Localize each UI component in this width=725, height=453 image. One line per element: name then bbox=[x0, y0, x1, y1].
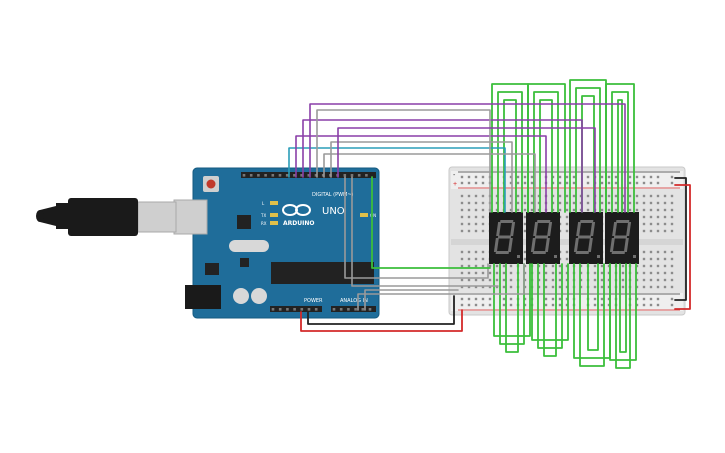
wire bbox=[309, 103, 626, 213]
rail-minus-label: - bbox=[453, 172, 456, 179]
capacitor-1 bbox=[233, 288, 249, 304]
led-tx-label: TX bbox=[260, 213, 266, 218]
wire bbox=[611, 91, 629, 213]
wire bbox=[609, 263, 637, 361]
digital-pwm-label: DIGITAL (PWM~) bbox=[312, 192, 354, 198]
power-jack bbox=[185, 285, 221, 309]
seven-segment-digit[interactable] bbox=[489, 212, 523, 264]
capacitor-2 bbox=[251, 288, 267, 304]
wires[interactable] bbox=[288, 79, 691, 369]
wire bbox=[295, 135, 547, 213]
seven-segment-digit[interactable] bbox=[526, 212, 560, 264]
breadboard[interactable]: + - bbox=[448, 166, 686, 316]
small-chip bbox=[240, 258, 249, 267]
wire bbox=[497, 91, 523, 213]
wire bbox=[533, 91, 559, 213]
wire bbox=[539, 99, 553, 213]
wire bbox=[337, 127, 596, 213]
on-led-label: ON bbox=[370, 213, 376, 218]
wire bbox=[605, 83, 635, 213]
wire bbox=[527, 83, 566, 213]
uno-model-text: UNO bbox=[322, 206, 345, 217]
wire bbox=[493, 263, 531, 337]
wire bbox=[288, 147, 506, 213]
wire bbox=[344, 176, 489, 279]
wire bbox=[615, 263, 631, 369]
wire bbox=[531, 263, 569, 341]
wire bbox=[543, 263, 557, 357]
wire bbox=[316, 109, 491, 213]
wire bbox=[357, 263, 525, 311]
wire bbox=[537, 263, 563, 349]
wire bbox=[330, 141, 513, 213]
power-label: POWER bbox=[304, 298, 323, 304]
wire bbox=[371, 176, 491, 269]
usb-port bbox=[173, 199, 208, 235]
reset-button[interactable] bbox=[203, 176, 219, 192]
seven-segment-displays[interactable] bbox=[489, 212, 639, 264]
wire bbox=[505, 263, 519, 353]
wire bbox=[674, 177, 687, 301]
wire bbox=[499, 263, 525, 345]
wire bbox=[617, 99, 623, 213]
header-pins bbox=[242, 174, 372, 311]
wire bbox=[674, 184, 691, 310]
led-l-label: L bbox=[262, 201, 265, 206]
wire bbox=[503, 99, 517, 213]
wire bbox=[302, 119, 583, 213]
analog-in-label: ANALOG IN bbox=[340, 298, 368, 304]
usb-cable[interactable] bbox=[36, 198, 177, 236]
atmega-chip bbox=[271, 262, 374, 284]
wire bbox=[351, 176, 499, 287]
rail-plus-label: + bbox=[453, 181, 457, 188]
wire bbox=[575, 87, 601, 213]
led-rx-label: RX bbox=[261, 221, 267, 226]
arduino-brand-text: ARDUINO bbox=[283, 220, 314, 227]
wire bbox=[300, 309, 463, 332]
crystal bbox=[229, 240, 269, 252]
wire bbox=[364, 289, 459, 311]
arduino-logo bbox=[282, 204, 311, 216]
wire bbox=[587, 263, 599, 351]
arduino-board[interactable]: ARDUINO UNO DIGITAL (PWM~) POWER ANALOG … bbox=[173, 167, 380, 319]
wire bbox=[323, 153, 536, 213]
wire bbox=[619, 263, 627, 353]
regulator bbox=[205, 263, 219, 275]
wire bbox=[307, 295, 455, 325]
usb-chip bbox=[237, 215, 251, 229]
wire bbox=[579, 263, 605, 367]
seven-segment-digit[interactable] bbox=[605, 212, 639, 264]
seven-segment-digit[interactable] bbox=[569, 212, 603, 264]
